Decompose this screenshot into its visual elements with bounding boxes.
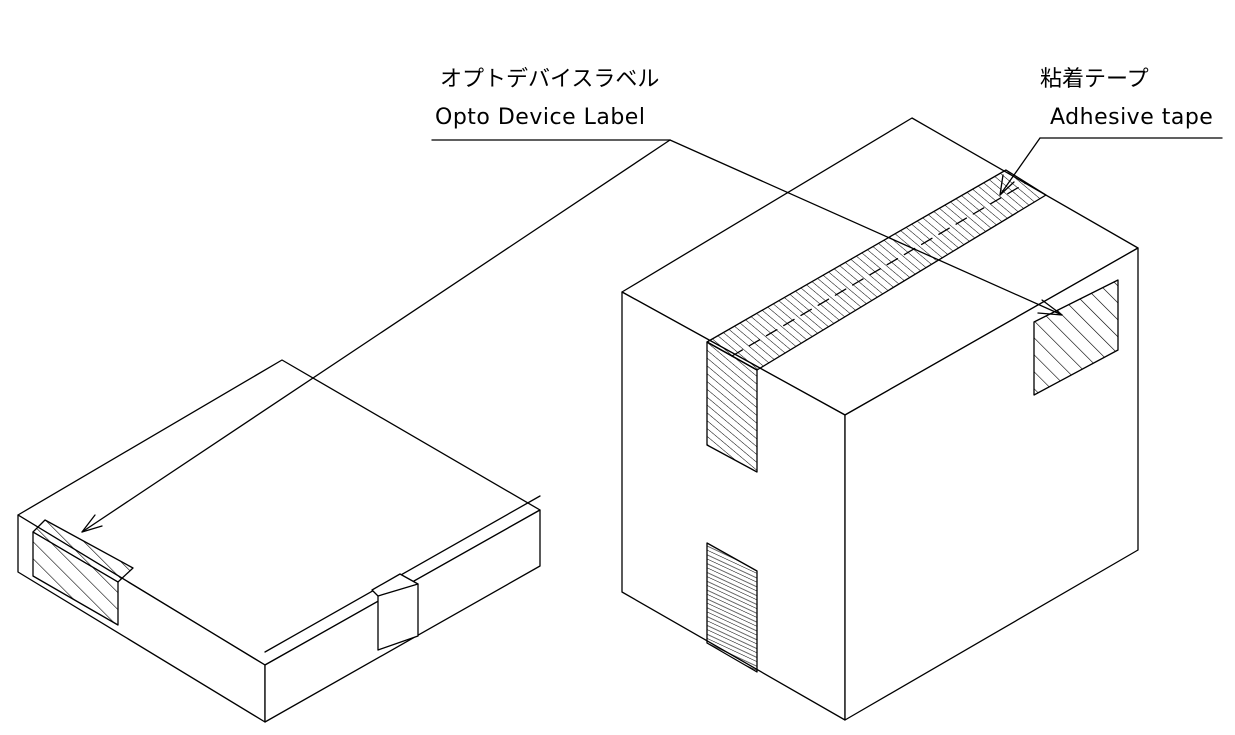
opto-label-leader-cube — [669, 139, 1063, 316]
tape-label-arrow — [999, 174, 1015, 196]
tape-label-jp-text: 粘着テープ — [1040, 67, 1149, 92]
cube-box-tape-centerline — [731, 182, 1027, 357]
cube-box-tape-front-upper — [706, 341, 758, 473]
opto-label-jp-text: オプトデバイスラベル — [440, 67, 659, 92]
cube-box-tape-front-lower — [706, 542, 758, 673]
flat-box — [17, 359, 541, 723]
opto-label-leader-flat — [81, 139, 671, 533]
flat-box-tape-tab-edge — [377, 583, 419, 597]
tape-label-leader — [999, 137, 1041, 196]
flat-box-label-flap — [32, 519, 134, 583]
flat-box-lid-edge — [264, 495, 541, 653]
leaders — [81, 137, 1223, 533]
tape-label-en-text: Adhesive tape — [1050, 105, 1213, 130]
opto-label-en-text: Opto Device Label — [435, 105, 645, 130]
cube-box — [621, 117, 1139, 721]
cube-box-label — [1033, 279, 1119, 396]
opto-label-arrow-cube — [1037, 299, 1063, 316]
opto-label-arrow-flat — [81, 514, 103, 533]
